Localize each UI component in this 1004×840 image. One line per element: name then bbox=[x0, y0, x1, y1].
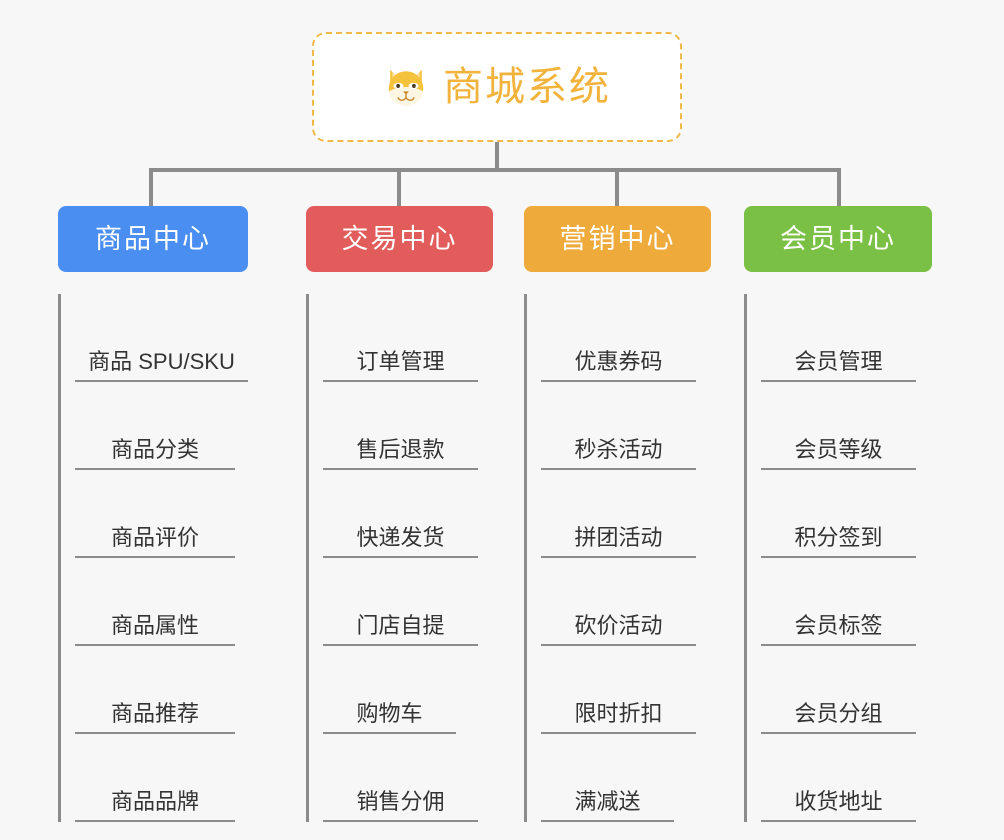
sub-item-list-2: 订单管理 售后退款 快递发货 门店自提 购物车 销售分佣 bbox=[306, 294, 493, 822]
branch-title-1: 商品中心 bbox=[95, 223, 211, 254]
sub-item-label: 会员等级 bbox=[794, 436, 883, 462]
branch-header-4[interactable]: 会员中心 bbox=[744, 206, 932, 272]
root-title: 商城系统 bbox=[443, 65, 611, 109]
list-item[interactable]: 积分签到 bbox=[761, 470, 916, 558]
sub-item-label: 积分签到 bbox=[794, 524, 883, 550]
branch-member-center: 会员中心 会员管理 会员等级 积分签到 会员标签 会员分组 收货地址 bbox=[744, 206, 932, 822]
list-item[interactable]: 商品分类 bbox=[75, 382, 235, 470]
list-item[interactable]: 砍价活动 bbox=[541, 558, 696, 646]
list-item[interactable]: 商品 SPU/SKU bbox=[75, 294, 248, 382]
list-item[interactable]: 限时折扣 bbox=[541, 646, 696, 734]
list-item[interactable]: 快递发货 bbox=[323, 470, 478, 558]
sub-item-label: 拼团活动 bbox=[574, 524, 663, 550]
list-item[interactable]: 优惠券码 bbox=[541, 294, 696, 382]
sub-item-label: 销售分佣 bbox=[356, 788, 445, 814]
list-item[interactable]: 满减送 bbox=[541, 734, 674, 822]
sub-item-label: 收货地址 bbox=[794, 788, 883, 814]
sub-item-label: 优惠券码 bbox=[574, 348, 663, 374]
list-item[interactable]: 商品属性 bbox=[75, 558, 235, 646]
list-item[interactable]: 商品推荐 bbox=[75, 646, 235, 734]
branch-title-2: 交易中心 bbox=[341, 223, 458, 254]
list-item[interactable]: 订单管理 bbox=[323, 294, 478, 382]
sub-item-label: 商品品牌 bbox=[110, 788, 199, 814]
sub-item-label: 售后退款 bbox=[356, 436, 445, 462]
list-item[interactable]: 会员标签 bbox=[761, 558, 916, 646]
connector-drop-4 bbox=[837, 168, 841, 208]
branch-product-center: 商品中心 商品 SPU/SKU 商品分类 商品评价 商品属性 商品推荐 商品品牌 bbox=[58, 206, 248, 822]
branch-header-2[interactable]: 交易中心 bbox=[306, 206, 493, 272]
list-item[interactable]: 商品评价 bbox=[75, 470, 235, 558]
list-item[interactable]: 秒杀活动 bbox=[541, 382, 696, 470]
connector-drop-1 bbox=[149, 168, 153, 208]
sub-item-list-3: 优惠券码 秒杀活动 拼团活动 砍价活动 限时折扣 满减送 bbox=[524, 294, 711, 822]
list-item[interactable]: 售后退款 bbox=[323, 382, 478, 470]
list-item[interactable]: 会员管理 bbox=[761, 294, 916, 382]
list-item[interactable]: 拼团活动 bbox=[541, 470, 696, 558]
sub-item-label: 商品分类 bbox=[110, 436, 199, 462]
sub-item-label: 购物车 bbox=[356, 700, 423, 726]
list-item[interactable]: 会员等级 bbox=[761, 382, 916, 470]
branch-header-1[interactable]: 商品中心 bbox=[58, 206, 248, 272]
list-item[interactable]: 门店自提 bbox=[323, 558, 478, 646]
sub-item-label: 商品属性 bbox=[110, 612, 199, 638]
branch-title-4: 会员中心 bbox=[780, 223, 896, 254]
branch-title-3: 营销中心 bbox=[559, 223, 676, 254]
sub-item-label: 商品推荐 bbox=[110, 700, 199, 726]
sub-item-label: 商品评价 bbox=[110, 524, 199, 550]
sub-item-label: 砍价活动 bbox=[574, 612, 663, 638]
sub-item-label: 满减送 bbox=[574, 788, 641, 814]
sub-item-label: 商品 SPU/SKU bbox=[88, 348, 235, 374]
list-item[interactable]: 商品品牌 bbox=[75, 734, 235, 822]
sub-item-label: 秒杀活动 bbox=[574, 436, 663, 462]
list-item[interactable]: 会员分组 bbox=[761, 646, 916, 734]
connector-root-stem bbox=[495, 142, 499, 170]
sub-item-label: 会员分组 bbox=[794, 700, 883, 726]
list-item[interactable]: 收货地址 bbox=[761, 734, 916, 822]
sub-item-label: 门店自提 bbox=[356, 612, 445, 638]
sub-item-label: 快递发货 bbox=[356, 524, 445, 550]
list-item[interactable]: 销售分佣 bbox=[323, 734, 478, 822]
shiba-dog-icon bbox=[388, 69, 424, 106]
root-node[interactable]: 商城系统 bbox=[312, 32, 682, 142]
sub-item-list-4: 会员管理 会员等级 积分签到 会员标签 会员分组 收货地址 bbox=[744, 294, 932, 822]
connector-drop-3 bbox=[615, 168, 619, 208]
connector-horizontal-bus bbox=[149, 168, 841, 172]
sub-item-label: 限时折扣 bbox=[574, 700, 663, 726]
sub-item-list-1: 商品 SPU/SKU 商品分类 商品评价 商品属性 商品推荐 商品品牌 bbox=[58, 294, 248, 822]
connector-drop-2 bbox=[397, 168, 401, 208]
branch-trade-center: 交易中心 订单管理 售后退款 快递发货 门店自提 购物车 销售分佣 bbox=[306, 206, 493, 822]
sub-item-label: 会员标签 bbox=[794, 612, 883, 638]
list-item[interactable]: 购物车 bbox=[323, 646, 456, 734]
branch-marketing-center: 营销中心 优惠券码 秒杀活动 拼团活动 砍价活动 限时折扣 满减送 bbox=[524, 206, 711, 822]
sub-item-label: 订单管理 bbox=[356, 348, 445, 374]
sub-item-label: 会员管理 bbox=[794, 348, 883, 374]
branch-header-3[interactable]: 营销中心 bbox=[524, 206, 711, 272]
